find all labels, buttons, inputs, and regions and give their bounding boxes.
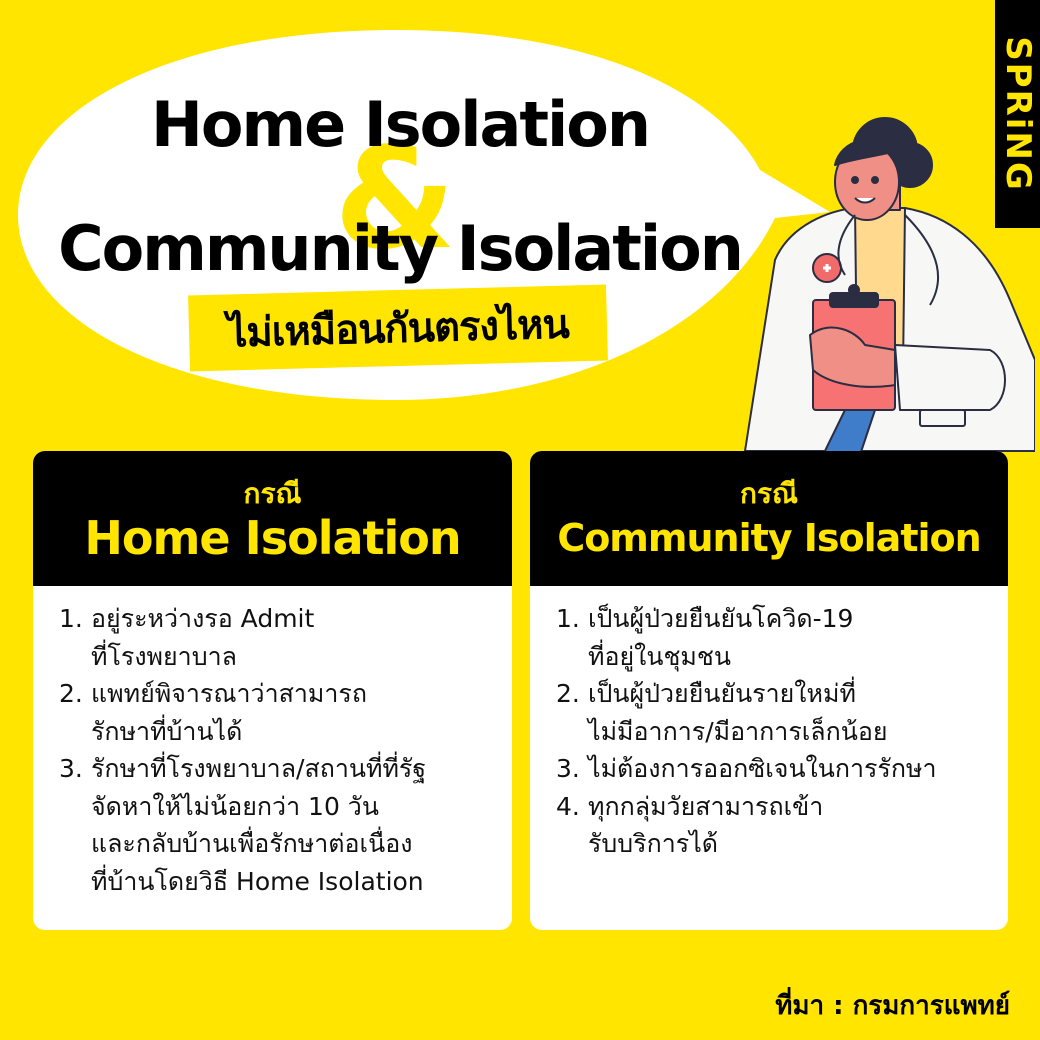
list-number: 1. — [59, 604, 83, 633]
headline-line1: Home Isolation — [150, 88, 651, 161]
list-item: 2. เป็นผู้ป่วยยืนยันรายใหม่ที่ ไม่มีอาการ… — [556, 675, 1008, 750]
list-text: ไม่ต้องการออกซิเจนในการรักษา — [588, 754, 937, 783]
list-number: 3. — [556, 754, 580, 783]
list-text-cont: รักษาที่บ้านได้ — [91, 716, 243, 746]
card-kicker: กรณี — [243, 477, 302, 510]
list-text: เป็นผู้ป่วยยืนยันโควิด-19 — [588, 604, 854, 633]
list-number: 2. — [59, 679, 83, 708]
list-text: อยู่ระหว่างรอ Admit — [91, 604, 315, 633]
card-list: 1. เป็นผู้ป่วยยืนยันโควิด-19 ที่อยู่ในชุม… — [530, 586, 1008, 863]
brand-logo: SPRiNG — [995, 0, 1040, 228]
list-text-cont: ไม่มีอาการ/มีอาการเล็กน้อย — [588, 716, 888, 746]
list-text: รักษาที่โรงพยาบาล/สถานที่ที่รัฐ — [91, 754, 427, 783]
list-number: 3. — [59, 754, 83, 783]
list-item: 1. เป็นผู้ป่วยยืนยันโควิด-19 ที่อยู่ในชุม… — [556, 600, 1008, 675]
list-item: 2. แพทย์พิจารณาว่าสามารถ รักษาที่บ้านได้ — [59, 675, 512, 750]
card-community-isolation: กรณี Community Isolation 1. เป็นผู้ป่วยยื… — [530, 451, 1008, 930]
list-number: 1. — [556, 604, 580, 633]
doctor-illustration — [744, 117, 1035, 455]
card-title: Home Isolation — [84, 511, 461, 565]
list-text: เป็นผู้ป่วยยืนยันรายใหม่ที่ — [588, 679, 856, 708]
list-text-cont: จัดหาให้ไม่น้อยกว่า 10 วัน — [91, 791, 379, 821]
list-text: แพทย์พิจารณาว่าสามารถ — [91, 679, 368, 708]
headline-tag: ไม่เหมือนกันตรงไหน — [188, 284, 608, 372]
headline-line2: Community Isolation — [58, 212, 744, 285]
list-number: 2. — [556, 679, 580, 708]
list-text: ทุกกลุ่มวัยสามารถเข้า — [588, 791, 824, 821]
list-text-cont: และกลับบ้านเพื่อรักษาต่อเนื่อง — [91, 829, 413, 858]
list-item: 4. ทุกกลุ่มวัยสามารถเข้า รับบริการได้ — [556, 788, 1008, 863]
card-home-isolation: กรณี Home Isolation 1. อยู่ระหว่างรอ Admi… — [33, 451, 512, 930]
card-header: กรณี Home Isolation — [33, 451, 512, 586]
list-item: 3. รักษาที่โรงพยาบาล/สถานที่ที่รัฐ จัดหาใ… — [59, 750, 512, 900]
list-text-cont: รับบริการได้ — [588, 829, 719, 858]
card-kicker: กรณี — [740, 477, 798, 510]
card-title: Community Isolation — [557, 516, 981, 560]
list-item: 3. ไม่ต้องการออกซิเจนในการรักษา — [556, 750, 1008, 788]
list-text-cont: ที่อยู่ในชุมชน — [588, 641, 731, 671]
list-item: 1. อยู่ระหว่างรอ Admit ที่โรงพยาบาล — [59, 600, 512, 675]
card-header: กรณี Community Isolation — [530, 451, 1008, 586]
headline-tag-text: ไม่เหมือนกันตรงไหน — [226, 301, 570, 357]
source-credit: ที่มา : กรมการแพทย์ — [775, 991, 1010, 1021]
ampersand: & — [333, 118, 457, 281]
list-text-cont: ที่บ้านโดยวิธี Home Isolation — [91, 866, 424, 896]
card-list: 1. อยู่ระหว่างรอ Admit ที่โรงพยาบาล 2. แพท… — [33, 586, 512, 900]
list-text-cont: ที่โรงพยาบาล — [91, 641, 237, 671]
list-number: 4. — [556, 791, 580, 821]
